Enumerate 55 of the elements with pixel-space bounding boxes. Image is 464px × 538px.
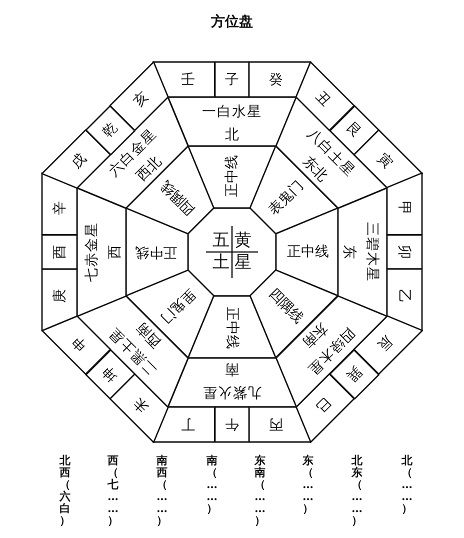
stem-branch-label: 卯 xyxy=(397,245,411,259)
title: 方位盘 xyxy=(210,13,254,31)
direction-note: 南（……） xyxy=(206,455,218,516)
direction-label: 东 xyxy=(342,244,356,259)
stem-branch-label: 庚 xyxy=(53,289,67,303)
stem-branch-label: 丑 xyxy=(312,89,332,110)
outer-cell xyxy=(42,235,77,269)
stem-branch-label: 壬 xyxy=(180,73,195,87)
stem-branch-label: 辛 xyxy=(53,200,67,215)
stem-branch-label: 乾 xyxy=(100,120,120,140)
star-label: 七赤金星 xyxy=(85,222,99,282)
star-label: 三碧木星 xyxy=(365,222,379,282)
stem-branch-label: 子 xyxy=(225,73,239,87)
stem-branch-label: 甲 xyxy=(397,200,411,215)
direction-note: 西（七……） xyxy=(107,455,119,528)
stem-branch-label: 乙 xyxy=(397,289,411,303)
line-label: 正中线 xyxy=(224,307,239,349)
stem-branch-label: 巳 xyxy=(312,394,332,415)
line-label: 表鬼门 xyxy=(266,178,306,218)
center-character: 黄 xyxy=(234,232,252,250)
stem-branch-label: 戌 xyxy=(69,152,90,172)
stem-branch-label: 午 xyxy=(225,417,239,431)
direction-note: 北（……） xyxy=(401,455,413,516)
direction-label: 南 xyxy=(224,362,239,376)
direction-note: 北东（……） xyxy=(351,455,363,528)
star-label: 一白水星 xyxy=(202,105,262,119)
center-character: 五 xyxy=(212,232,230,250)
direction-note: 南西（……） xyxy=(156,455,168,528)
outer-cell xyxy=(215,407,249,442)
stem-branch-label: 未 xyxy=(132,394,152,415)
direction-note: 北西（六白） xyxy=(59,455,71,528)
line-label: 正中线 xyxy=(224,155,239,197)
stem-branch-label: 艮 xyxy=(344,120,364,140)
direction-label: 北 xyxy=(224,128,239,142)
stem-branch-label: 酉 xyxy=(53,245,67,259)
direction-label: 西 xyxy=(108,244,122,259)
direction-note: 东（……） xyxy=(302,455,314,516)
star-label: 九紫火星 xyxy=(202,385,262,399)
outer-cell xyxy=(215,62,249,97)
stem-branch-label: 丙 xyxy=(269,417,283,431)
stem-branch-label: 寅 xyxy=(374,152,395,172)
direction-note: 东南（……） xyxy=(254,455,266,528)
stem-branch-label: 巽 xyxy=(344,364,364,384)
line-label: 里鬼门 xyxy=(158,286,198,326)
center-character: 星 xyxy=(234,254,252,272)
stem-branch-label: 坤 xyxy=(100,364,120,384)
line-label: 正中线 xyxy=(135,244,177,259)
stem-branch-label: 亥 xyxy=(132,89,152,110)
stem-branch-label: 丁 xyxy=(180,417,195,431)
stem-branch-label: 申 xyxy=(69,332,90,352)
center-character: 土 xyxy=(212,254,230,272)
stem-branch-label: 辰 xyxy=(374,332,395,352)
outer-cell xyxy=(387,235,422,269)
line-label: 正中线 xyxy=(287,244,329,259)
stem-branch-label: 癸 xyxy=(269,73,283,87)
